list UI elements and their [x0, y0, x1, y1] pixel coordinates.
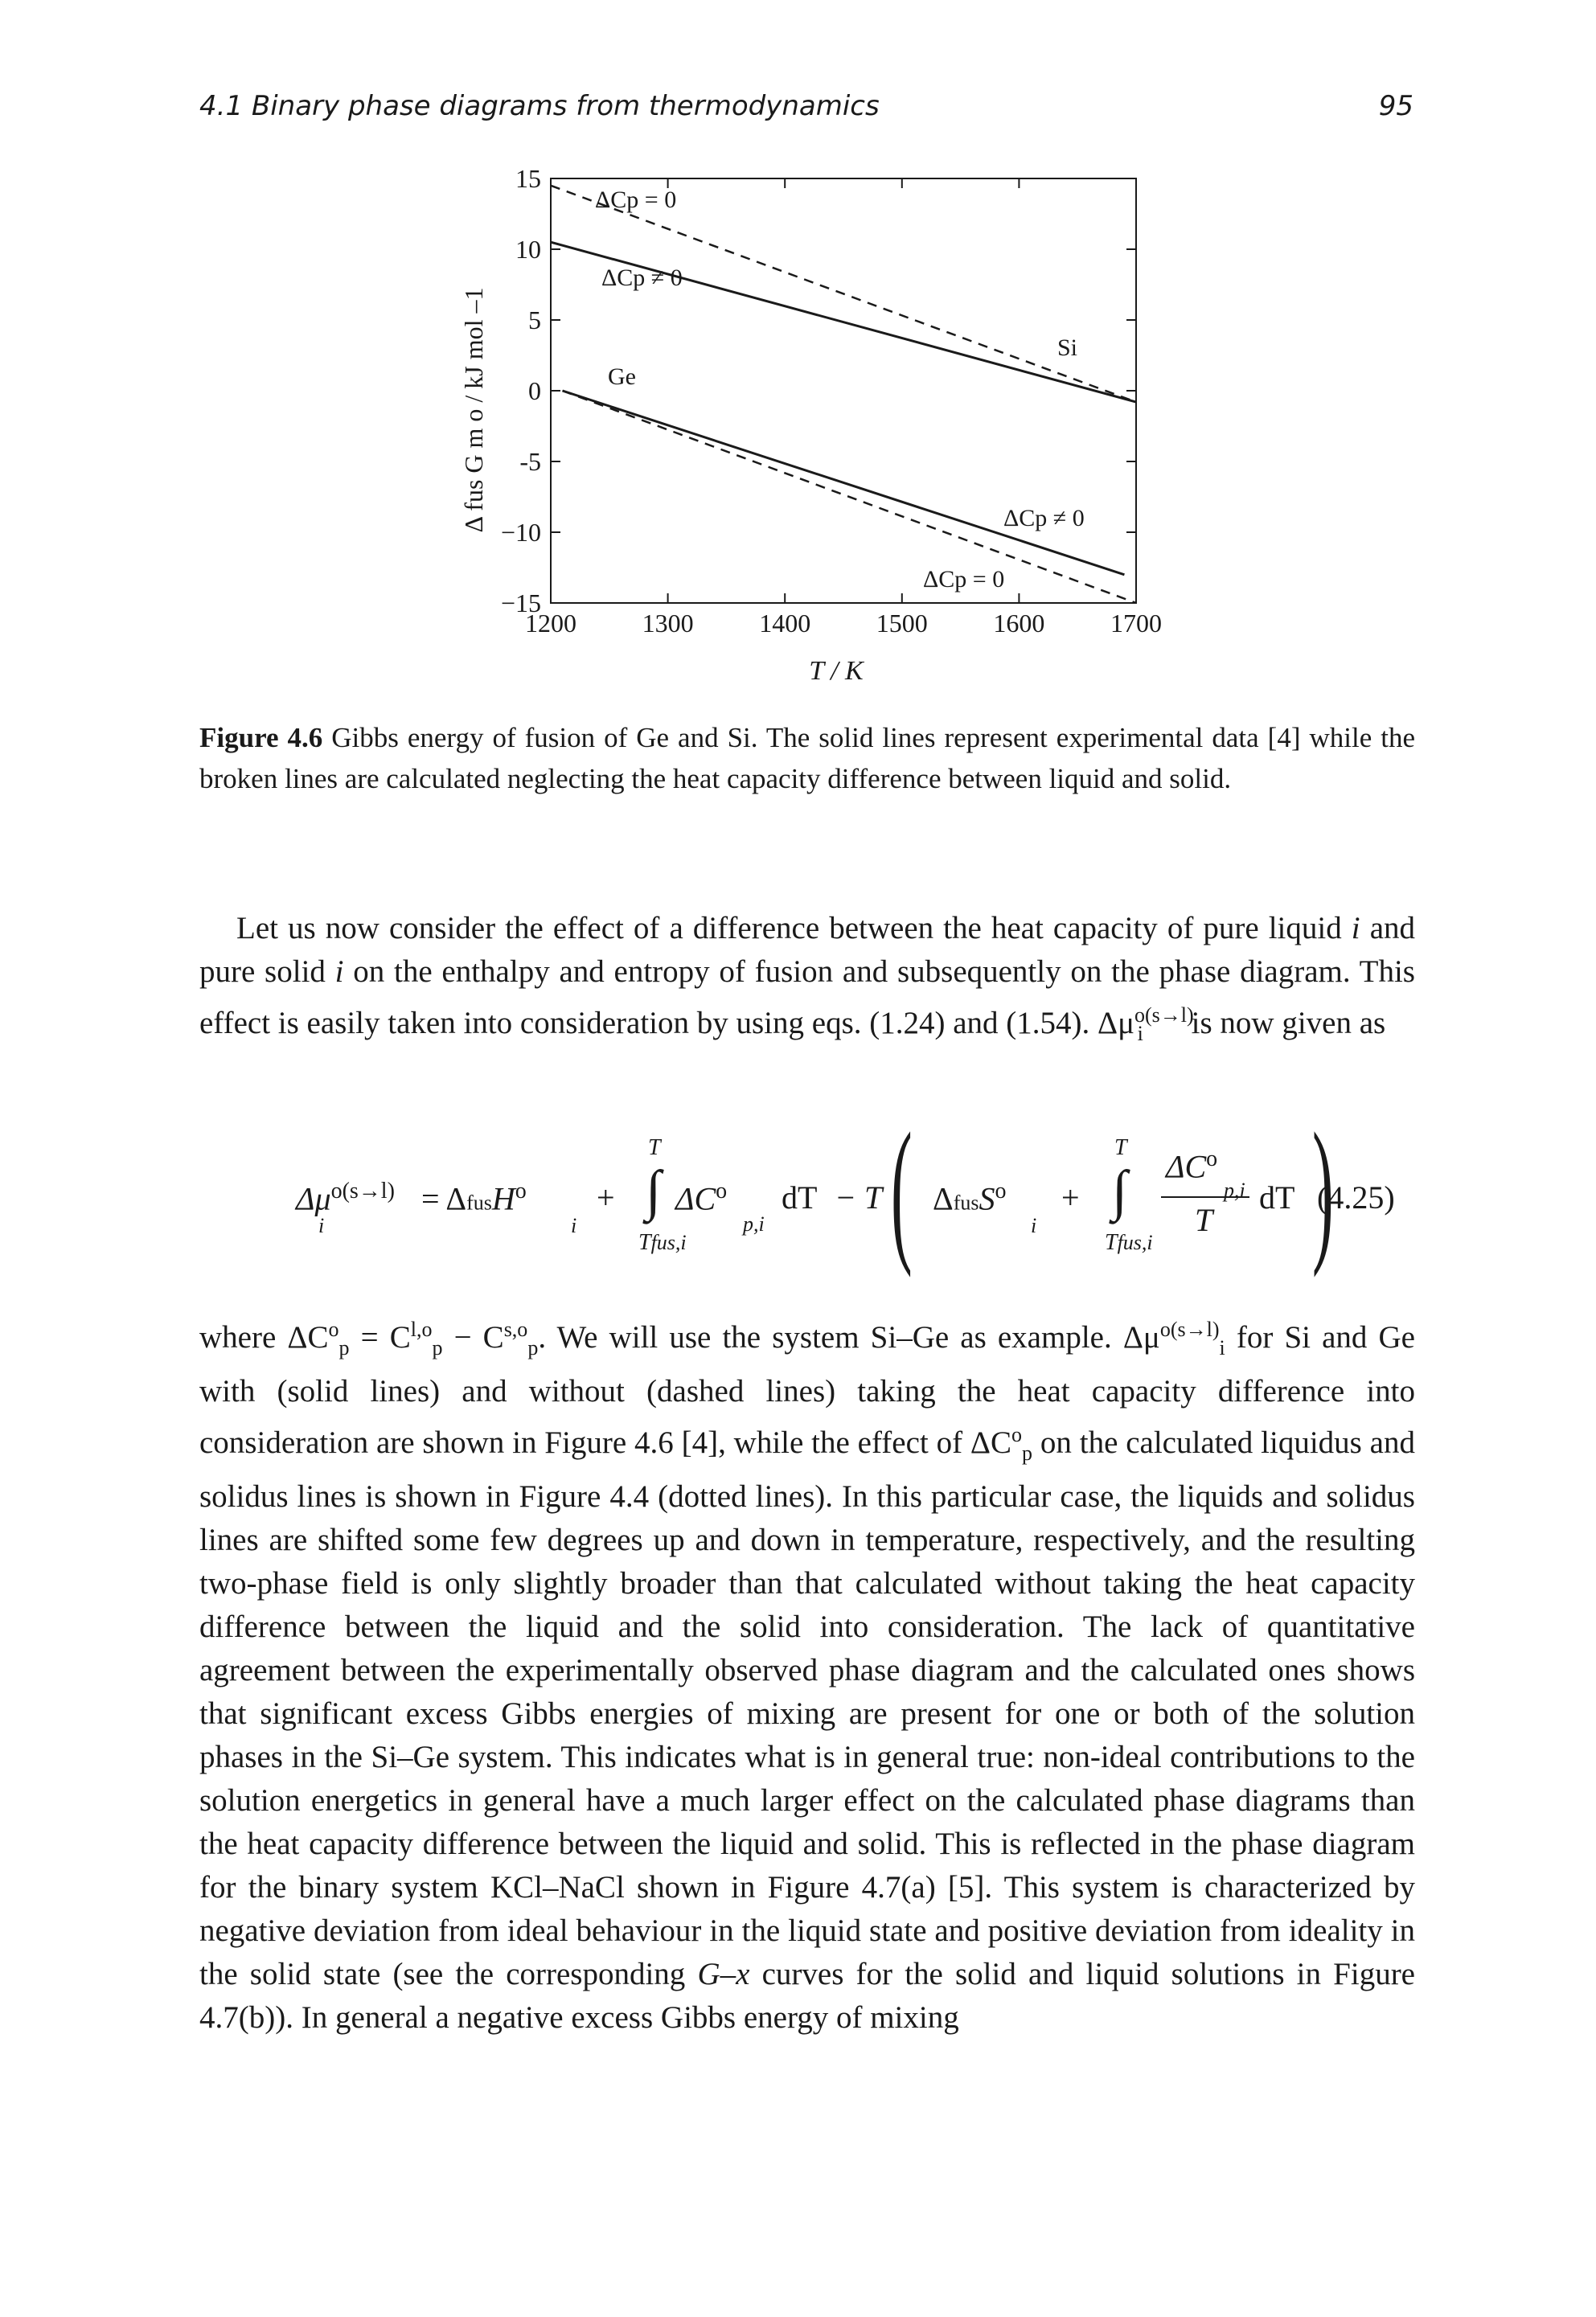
running-head-title: 4.1 Binary phase diagrams from thermodyn… — [199, 90, 880, 122]
x-tick-label: 1300 — [642, 609, 694, 638]
y-tick-label: −15 — [501, 588, 541, 617]
x-tick-label: 1400 — [759, 609, 810, 638]
annotation-ge-dcp-zero: ΔCp = 0 — [923, 566, 1004, 593]
x-tick-label: 1700 — [1110, 609, 1162, 638]
gibbs-energy-figure: 1200 1300 1400 1500 1600 1700 15 10 5 0 -5 −10 −15 Δ… — [459, 164, 1162, 686]
y-tick-label: -5 — [519, 447, 541, 476]
x-tick-label: 1200 — [525, 609, 576, 638]
figure-caption: Figure 4.6 Gibbs energy of fusion of Ge … — [199, 717, 1415, 799]
equation-4-25: Δμo(s→l) i = ΔfusHo i + T ∫ Tfus,i ΔCo p… — [296, 1101, 1395, 1278]
axis-ticks — [550, 178, 1137, 604]
caption-label: Figure 4.6 — [199, 722, 323, 753]
y-tick-label: −10 — [501, 518, 541, 547]
plot-border — [550, 178, 1137, 604]
running-head: 4.1 Binary phase diagrams from thermodyn… — [199, 90, 1413, 132]
caption-text: Gibbs energy of fusion of Ge and Si. The… — [199, 722, 1415, 794]
page-number: 95 — [1378, 90, 1413, 122]
series-layer — [550, 184, 1137, 605]
y-axis-label: Δ fus G m o / kJ mol –1 — [459, 287, 488, 532]
tick-labels: 1200 1300 1400 1500 1600 1700 15 10 5 0 -5 −10 −15 — [501, 164, 1162, 638]
paragraph-2: where ΔCop = Cl,op − Cs,op. We will use … — [199, 1318, 1415, 2035]
y-tick-label: 15 — [515, 164, 541, 193]
annotation-si-dcp-nonzero: ΔCp ≠ 0 — [601, 265, 683, 291]
series-line-0 — [550, 240, 1137, 404]
annotation-si: Si — [1057, 334, 1077, 361]
y-tick-label: 0 — [528, 376, 541, 405]
y-tick-label: 5 — [528, 306, 541, 334]
plot-frame — [550, 178, 1137, 604]
series-line-1 — [550, 184, 1137, 404]
annotation-ge: Ge — [608, 363, 636, 390]
annotations: ΔCp = 0 ΔCp ≠ 0 Si Ge ΔCp ≠ 0 ΔCp = 0 — [595, 187, 1085, 593]
y-tick-label: 10 — [515, 235, 541, 264]
series-line-3 — [562, 389, 1137, 605]
paragraph-1: Let us now consider the effect of a diff… — [199, 911, 1416, 1045]
series-line-2 — [562, 389, 1125, 576]
x-tick-label: 1500 — [876, 609, 928, 638]
x-axis-label: T / K — [809, 656, 865, 686]
annotation-ge-dcp-nonzero: ΔCp ≠ 0 — [1003, 505, 1085, 531]
annotation-si-dcp-zero: ΔCp = 0 — [595, 187, 676, 213]
x-tick-label: 1600 — [993, 609, 1044, 638]
